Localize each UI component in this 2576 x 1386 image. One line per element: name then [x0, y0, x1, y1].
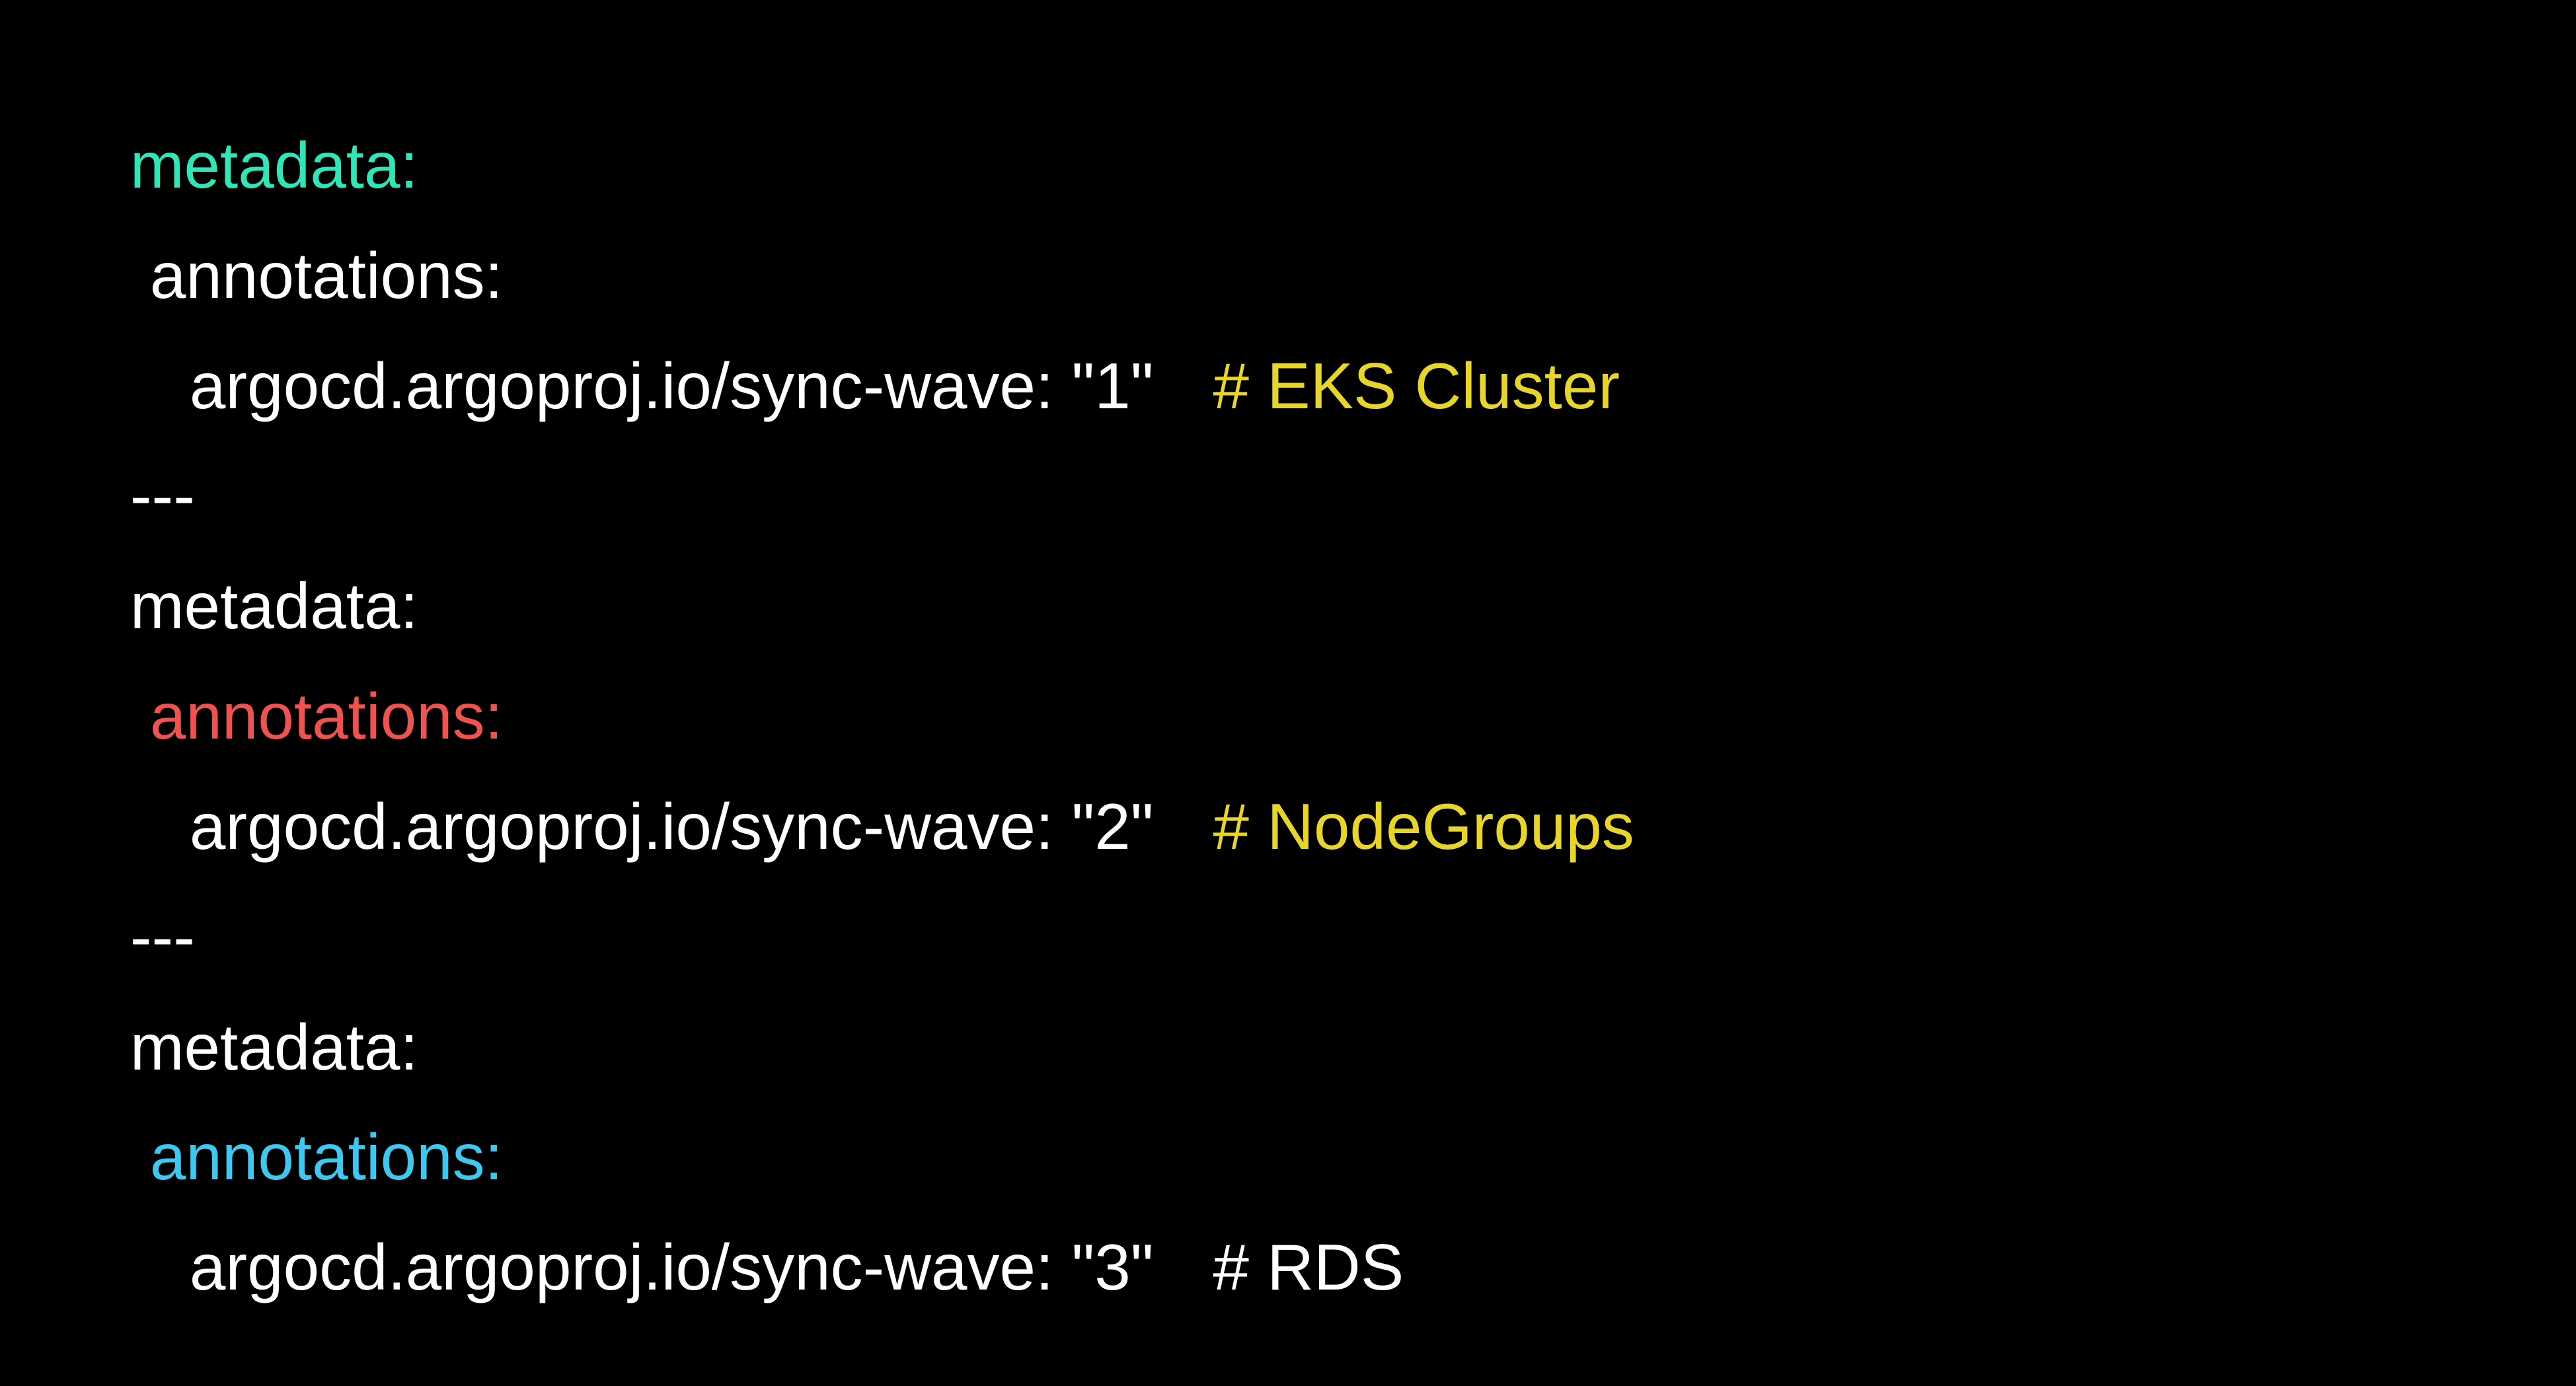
code-line-annotations-1: annotations: [58, 157, 503, 312]
comment-eks-cluster: # EKS Cluster [1213, 349, 1620, 422]
sync-wave-annotation: argocd.argoproj.io/sync-wave: "3" [189, 1231, 1154, 1303]
metadata-key: metadata: [130, 569, 418, 642]
comment-rds: # RDS [1213, 1231, 1404, 1303]
document-separator: --- [130, 459, 195, 532]
code-line-sync-wave-1: argocd.argoproj.io/sync-wave: "1" # EKS C… [58, 267, 1620, 422]
code-line-annotations-3: annotations: [58, 1038, 503, 1193]
metadata-key: metadata: [130, 1011, 418, 1083]
code-line-separator-1: --- [58, 377, 195, 532]
code-line-sync-wave-3: argocd.argoproj.io/sync-wave: "3" # RDS [58, 1148, 1404, 1303]
document-separator: --- [130, 900, 195, 973]
sync-wave-annotation: argocd.argoproj.io/sync-wave: "1" [189, 349, 1154, 422]
comment-nodegroups: # NodeGroups [1213, 790, 1634, 863]
sync-wave-annotation: argocd.argoproj.io/sync-wave: "2" [189, 790, 1154, 863]
code-line-metadata-2: metadata: [58, 487, 418, 642]
annotations-key-red: annotations: [149, 680, 503, 752]
code-line-metadata-1: metadata: [58, 46, 418, 201]
yaml-code-block: metadata: annotations: argocd.argoproj.i… [58, 0, 2503, 1303]
code-line-sync-wave-2: argocd.argoproj.io/sync-wave: "2" # NodeG… [58, 708, 1634, 863]
annotations-key-blue: annotations: [149, 1120, 503, 1193]
code-line-separator-2: --- [58, 818, 195, 973]
code-line-metadata-3: metadata: [58, 928, 418, 1083]
code-line-annotations-2: annotations: [58, 597, 503, 752]
metadata-key-teal: metadata: [130, 129, 418, 201]
annotations-key: annotations: [149, 239, 503, 312]
